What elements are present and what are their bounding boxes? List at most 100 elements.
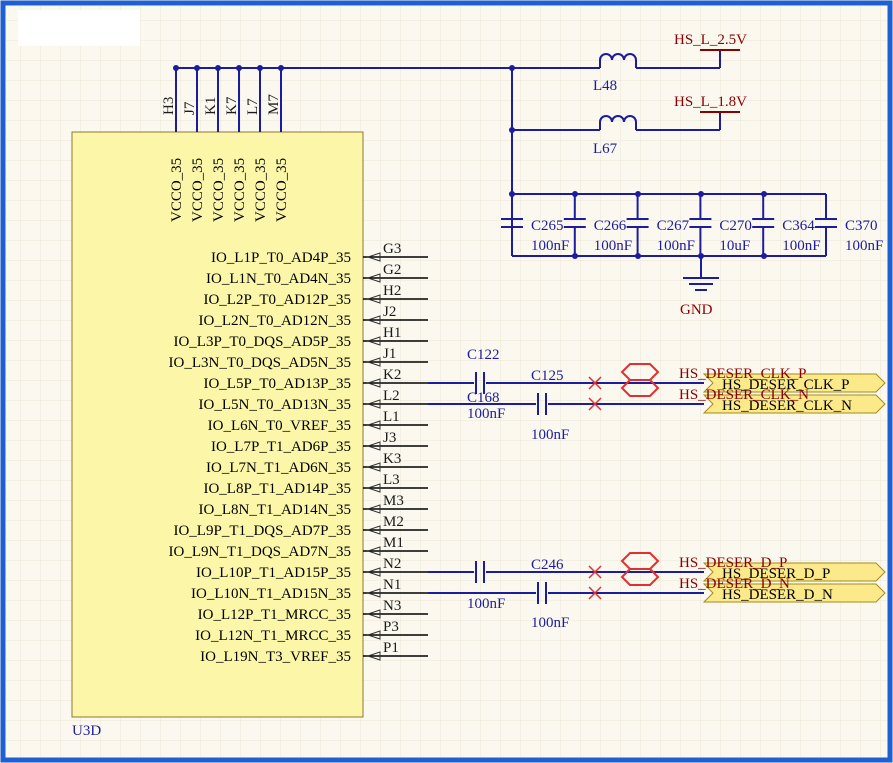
power-pin-group: H3VCCO_35J7VCCO_35K1VCCO_35K7VCCO_35L7VC…	[161, 68, 290, 222]
pin-name: IO_L2P_T0_AD12P_35	[203, 292, 351, 308]
net-port-data-p[interactable]: HS_DESER_D_P	[702, 562, 886, 582]
pin-name: IO_L9P_T1_DQS_AD7P_35	[173, 523, 351, 539]
junction-dot	[215, 65, 221, 71]
cap-value: 10uF	[719, 238, 750, 254]
inductor-icon	[599, 53, 637, 68]
pin-number: J1	[383, 346, 396, 362]
diff-pair-markers	[620, 363, 660, 586]
coupling-cap-value: 100nF	[531, 427, 569, 443]
junction-dot	[698, 191, 704, 197]
junction-dot	[635, 253, 641, 259]
pin-direction-icon	[366, 609, 381, 619]
inductor-ref: L67	[593, 141, 618, 157]
pin-direction-icon	[366, 252, 381, 262]
pin-name: IO_L5P_T0_AD13P_35	[203, 376, 351, 392]
pin-number: K1	[203, 97, 219, 115]
junction-dot	[761, 253, 767, 259]
pin-direction-icon	[366, 483, 381, 493]
ground-symbol[interactable]	[683, 277, 719, 291]
net-port-data-n[interactable]: HS_DESER_D_N	[702, 583, 886, 603]
ground-label: GND	[680, 302, 713, 318]
inductor-icon	[599, 115, 637, 130]
pin-number: M1	[383, 535, 404, 551]
cap-ref: C370	[845, 218, 878, 234]
junction-dots	[173, 65, 767, 259]
pin-direction-icon	[366, 399, 381, 409]
port-shape	[702, 394, 886, 414]
net-label: HS_DESER_D_N	[679, 576, 790, 592]
power-rail-2v5[interactable]: HS_L_2.5V L48	[593, 32, 747, 94]
junction-dot	[173, 65, 179, 71]
net-port-clk-p[interactable]: HS_DESER_CLK_P	[702, 373, 886, 393]
pin-name: IO_L2N_T0_AD12N_35	[199, 313, 351, 329]
net-port-clk-n[interactable]: HS_DESER_CLK_N	[702, 394, 886, 414]
io-pin[interactable]: IO_L5P_T0_AD13P_35 K2	[203, 367, 428, 392]
power-rail-1v8[interactable]: HS_L_1.8V L67	[593, 94, 747, 157]
pin-direction-icon	[366, 630, 381, 640]
junction-dot	[509, 65, 515, 71]
cap-value: 100nF	[594, 238, 632, 254]
pin-number: K2	[383, 367, 401, 383]
pin-direction-icon	[366, 651, 381, 661]
pin-number: H3	[161, 97, 177, 115]
diff-pair-icon	[620, 552, 660, 586]
capacitor-icon	[537, 582, 547, 604]
pin-number: G2	[383, 262, 401, 278]
pin-name: IO_L3P_T0_DQS_AD5P_35	[173, 334, 351, 350]
decoupling-capacitor[interactable]: C270 10uF	[689, 194, 752, 256]
net-label: HS_DESER_D_P	[679, 555, 787, 571]
pin-direction-icon	[366, 546, 381, 556]
junction-dot	[698, 253, 704, 259]
pin-number: P1	[383, 640, 399, 656]
pin-name: IO_L10P_T1_AD15P_35	[196, 565, 351, 581]
coupling-cap-ref: C246	[531, 557, 564, 573]
coupling-cap-ref: C168	[467, 390, 500, 406]
pin-name: VCCO_35	[211, 158, 227, 222]
net-label: HS_DESER_CLK_P	[679, 366, 807, 382]
cap-ref: C270	[719, 218, 752, 234]
pin-number: K7	[224, 96, 240, 115]
pin-number: N2	[383, 556, 401, 572]
junction-dot	[572, 191, 578, 197]
port-shape	[702, 562, 886, 582]
pin-direction-icon	[366, 357, 381, 367]
port-shape	[702, 583, 886, 603]
power-network	[176, 50, 826, 278]
pin-name: IO_L6N_T0_VREF_35	[208, 418, 351, 434]
pin-name: IO_L7P_T1_AD6P_35	[211, 439, 351, 455]
pin-direction-icon	[366, 462, 381, 472]
coupling-cap-value: 100nF	[467, 406, 505, 422]
io-pin[interactable]: IO_L10P_T1_AD15P_35 N2	[196, 556, 428, 581]
pin-name: IO_L1N_T0_AD4N_35	[206, 271, 351, 287]
io-pin[interactable]: IO_L1N_T0_AD4N_35 G2	[206, 262, 428, 287]
